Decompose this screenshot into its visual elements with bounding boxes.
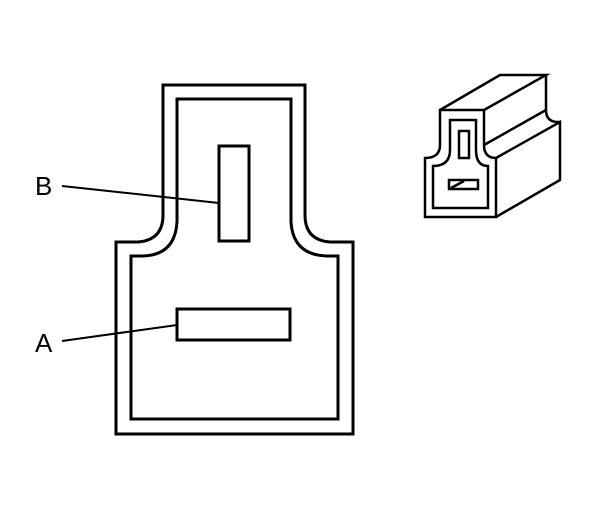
isometric-slot-a-hatch [450, 179, 465, 190]
callout-label-a: A [35, 328, 53, 358]
isometric-top-back-edge [544, 75, 560, 124]
isometric-top-face [439, 73, 551, 112]
callout-label-b: B [35, 171, 52, 201]
isometric-right-face [483, 108, 547, 147]
connector-inner-outline [129, 97, 340, 421]
connector-face-view [114, 83, 355, 436]
isometric-front-inner [431, 118, 490, 210]
connector-isometric-view [423, 73, 562, 219]
leader-line-a [61, 324, 178, 342]
leader-lines [61, 185, 220, 342]
terminal-cavity-a [175, 307, 292, 342]
isometric-terminal-slot-a [447, 178, 480, 191]
terminal-cavity-b [217, 144, 251, 243]
isometric-shoulder-face [495, 119, 562, 219]
isometric-front-outer [423, 108, 498, 219]
leader-line-b [61, 185, 220, 204]
connector-outer-outline [114, 83, 355, 436]
isometric-terminal-slot-b [457, 129, 471, 160]
